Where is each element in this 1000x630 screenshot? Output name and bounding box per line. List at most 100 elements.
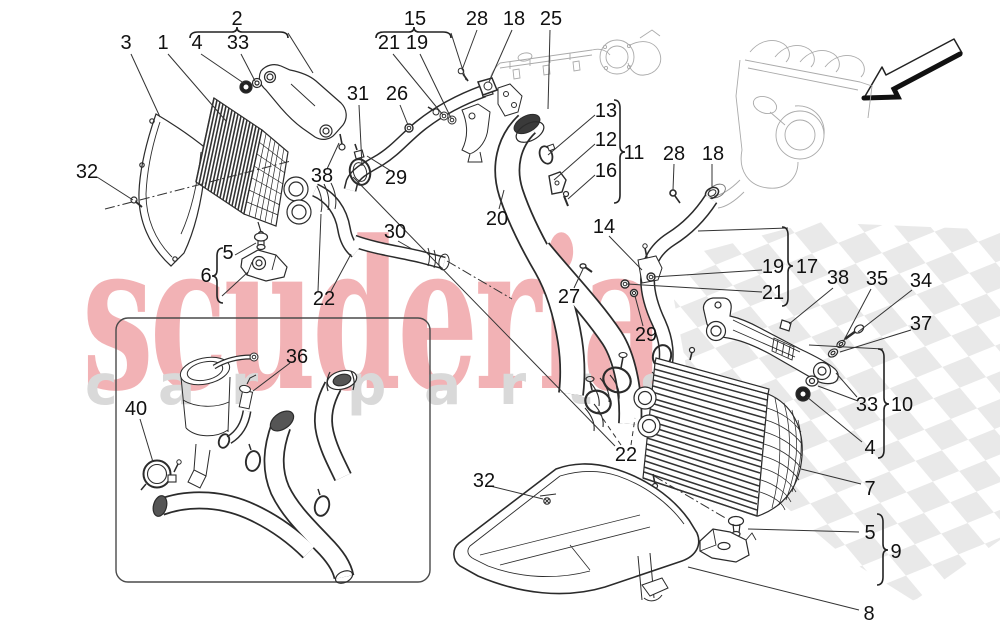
leader-line	[857, 289, 913, 333]
grommet	[239, 80, 253, 94]
leader-line	[419, 53, 452, 119]
stud	[563, 195, 569, 207]
leader-line	[352, 176, 616, 447]
gasket-square	[477, 77, 498, 96]
part-number-label-19: 19	[406, 32, 428, 54]
sleeve-couplings	[584, 351, 632, 432]
group-brace	[876, 513, 889, 586]
part-number-label-33: 33	[856, 394, 878, 416]
part-number-label-36: 36	[286, 346, 308, 368]
part-number-label-29: 29	[635, 324, 657, 346]
upper-support-arm	[702, 297, 839, 385]
leader-line	[330, 253, 352, 292]
leader-line	[788, 287, 834, 325]
leader-line	[547, 114, 596, 156]
lower-mount-bracket	[699, 515, 757, 563]
turbocharger-manifold-art	[708, 40, 873, 209]
leader-line	[687, 566, 860, 611]
hose-ribs	[316, 182, 337, 213]
left-pipes-and-hoses	[311, 67, 523, 271]
part-number-label-32: 32	[76, 161, 98, 183]
nut	[629, 288, 639, 298]
left-intercooler-assembly	[130, 64, 347, 282]
leader-line	[488, 29, 513, 83]
leader-line	[240, 53, 256, 82]
part-number-label-35: 35	[866, 268, 888, 290]
grommet	[795, 386, 811, 402]
hose-clamp	[538, 145, 554, 165]
part-number-label-34: 34	[910, 270, 932, 292]
group-brace	[781, 226, 794, 307]
part-number-label-13: 13	[595, 100, 617, 122]
leader-line	[672, 163, 675, 191]
leader-line	[489, 485, 544, 500]
intercooler-core-left	[195, 97, 312, 238]
throttle-body-art	[599, 29, 662, 76]
center-y-pipe	[494, 113, 643, 432]
leader-line	[806, 396, 863, 443]
leader-line	[547, 29, 551, 110]
part-number-label-12: 12	[595, 129, 617, 151]
air-intake-duct	[453, 463, 700, 602]
arm-fasteners	[795, 324, 865, 402]
leader-line	[461, 29, 478, 71]
leader-line	[252, 362, 291, 392]
t-bolt-clamp	[602, 366, 632, 394]
bolt	[579, 263, 593, 273]
part-number-label-28: 28	[663, 143, 685, 165]
part-number-label-26: 26	[386, 83, 408, 105]
part-number-label-29: 29	[385, 167, 407, 189]
part-number-label-38: 38	[827, 267, 849, 289]
part-number-label-38: 38	[311, 165, 333, 187]
bolt	[844, 324, 865, 341]
washer	[805, 375, 819, 387]
hose-ribs	[427, 247, 436, 269]
part-number-label-31: 31	[347, 83, 369, 105]
part-number-label-30: 30	[384, 221, 406, 243]
fasteners	[579, 263, 656, 298]
leader-line	[200, 53, 246, 85]
group-brace	[613, 99, 626, 204]
leader-line	[839, 329, 912, 353]
part-number-label-28: 28	[466, 8, 488, 30]
secondary-air-pump	[179, 352, 259, 489]
leader-line	[817, 385, 859, 402]
right-intercooler-assembly	[453, 297, 865, 602]
hose-clamp	[217, 433, 231, 449]
leader-line	[234, 242, 257, 256]
hose-opening	[152, 495, 168, 517]
leader-line	[573, 268, 584, 289]
washer	[427, 106, 457, 125]
leader-line	[167, 53, 227, 122]
part-number-label-8: 8	[863, 603, 874, 625]
leader-lines	[96, 29, 913, 611]
leader-line	[104, 160, 292, 210]
part-number-label-9: 9	[890, 541, 901, 563]
part-number-label-1: 1	[157, 32, 168, 54]
leader-line	[366, 155, 392, 172]
turbo-gasket-and-bolt	[669, 186, 720, 204]
leader-line	[626, 283, 763, 293]
leader-line	[800, 468, 862, 485]
part-number-label-21: 21	[762, 282, 784, 304]
leader-line	[96, 176, 134, 201]
leader-line	[130, 53, 161, 118]
part-number-label-18: 18	[503, 8, 525, 30]
pipe-bracket	[637, 243, 663, 284]
intercooler-core-right	[633, 346, 803, 517]
part-number-label-5: 5	[864, 522, 875, 544]
t-bolt-clamp	[584, 389, 612, 415]
leader-line	[697, 227, 789, 232]
rubber-mount	[779, 319, 792, 332]
bracket	[548, 171, 567, 195]
hose-clamp	[348, 143, 372, 186]
bracket-plate	[497, 83, 523, 117]
washer	[827, 348, 839, 358]
leader-line	[747, 528, 860, 533]
part-number-label-5: 5	[222, 242, 233, 264]
part-number-label-37: 37	[910, 313, 932, 335]
part-number-label-25: 25	[540, 8, 562, 30]
leader-line	[842, 288, 872, 343]
rubber-grommet-mount	[253, 232, 269, 251]
